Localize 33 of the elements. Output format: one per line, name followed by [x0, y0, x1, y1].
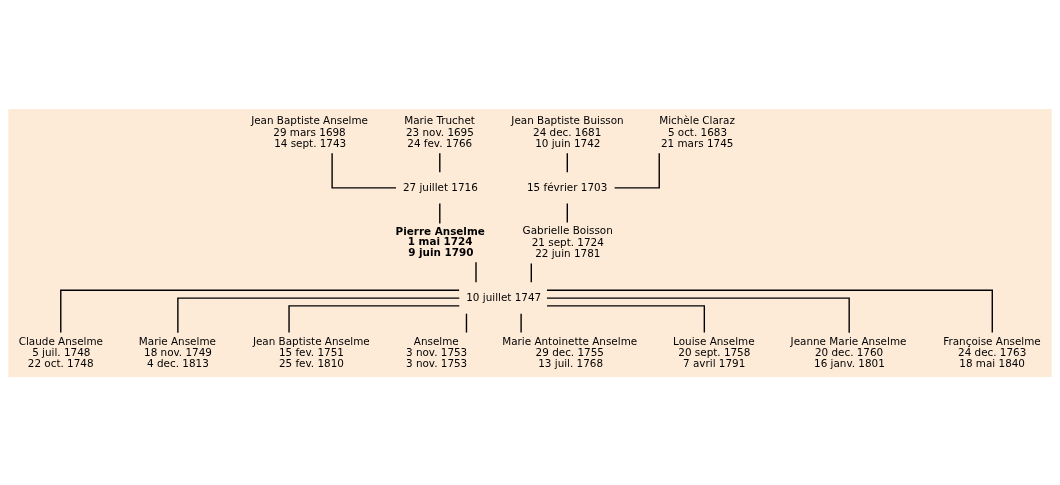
connector: [546, 304, 706, 333]
node-text: Jeanne Marie Anselme 20 dec. 1760 16 janv. 1801: [790, 334, 907, 369]
node-text: Claude Anselme 5 juil. 1748 22 oct. 1748: [18, 334, 104, 369]
connector: [331, 152, 397, 189]
node-text: 27 juillet 1716: [402, 180, 478, 193]
connector: [439, 152, 441, 173]
connector: [613, 152, 660, 189]
connector: [439, 202, 441, 224]
connector: [520, 312, 522, 333]
node-text: Louise Anselme 20 sept. 1758 7 avril 1791: [673, 334, 755, 369]
node-text: Françoise Anselme 24 dec. 1763 18 mai 1840: [943, 334, 1041, 369]
node-text: Marie Anselme 18 nov. 1749 4 dec. 1813: [138, 334, 216, 369]
connector: [530, 262, 532, 283]
connector: [465, 312, 468, 333]
node-text: Jean Baptiste Anselme 15 fev. 1751 25 fev. 1810: [252, 334, 370, 369]
node-text: Marie Truchet 23 nov. 1695 24 fev. 1766: [404, 113, 475, 149]
connector: [177, 296, 460, 333]
node-text: Pierre Anselme 1 mai 1724 9 juin 1790: [395, 224, 485, 258]
connector: [546, 296, 850, 333]
node-text: Michèle Claraz 5 oct. 1683 21 mars 1745: [659, 113, 735, 149]
connector: [566, 152, 568, 173]
connector: [566, 202, 568, 223]
node-text: Marie Antoinette Anselme 29 dec. 1755 13 juil. 1768: [502, 334, 638, 369]
connector: [546, 289, 993, 333]
node-text: 15 février 1703: [526, 180, 608, 193]
node-text: Anselme 3 nov. 1753 3 nov. 1753: [405, 334, 468, 369]
node-text: Gabrielle Boisson 21 sept. 1724 22 juin 1781: [522, 223, 613, 259]
connector: [288, 304, 460, 333]
node-text: Jean Baptiste Anselme 29 mars 1698 14 sept. 1743: [251, 113, 369, 149]
node-text: Jean Baptiste Buisson 24 dec. 1681 10 juin 1742: [511, 113, 624, 149]
node-text: 10 juillet 1747: [466, 290, 542, 303]
connector: [60, 289, 460, 333]
connector: [475, 261, 477, 283]
